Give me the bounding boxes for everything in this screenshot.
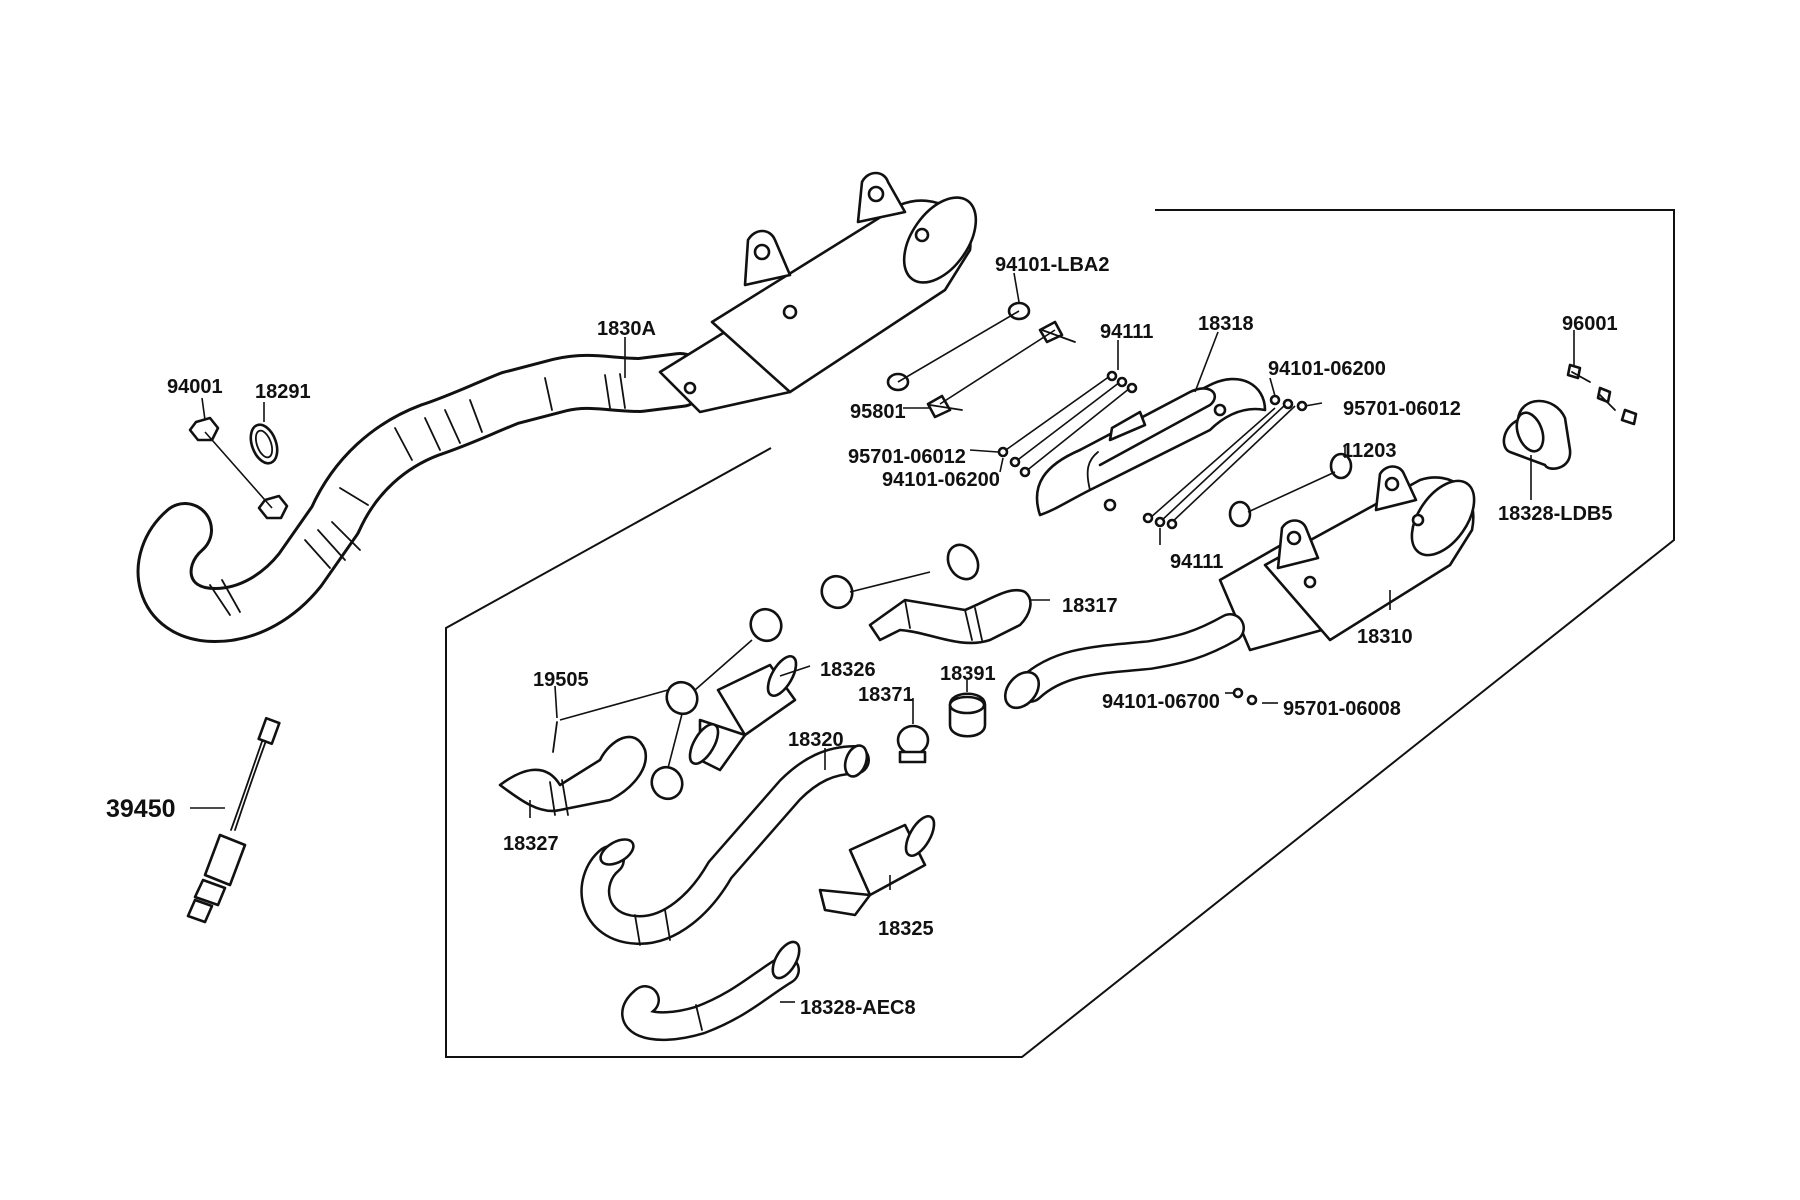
label-18318: 18318: [1198, 313, 1254, 335]
assembled-exhaust-1830A: [136, 171, 978, 643]
label-96001: 96001: [1562, 313, 1618, 335]
label-1830A: 1830A: [597, 318, 656, 340]
label-18325: 18325: [878, 918, 934, 940]
leader-lines: [190, 272, 1575, 1003]
label-94101-LBA2: 94101-LBA2: [995, 254, 1110, 276]
end-cap-18328-LDB5: [1502, 399, 1572, 470]
label-18291: 18291: [255, 381, 311, 403]
label-94101-06200-right: 94101-06200: [1268, 358, 1386, 380]
gasket-18391: [948, 692, 987, 738]
heat-shield-18318: [1035, 377, 1267, 517]
oxygen-sensor-39450: [186, 716, 281, 924]
label-18327: 18327: [503, 833, 559, 855]
gasket-18291: [249, 423, 279, 465]
nut-94001: [188, 416, 289, 520]
label-94101-06200-left: 94101-06200: [882, 469, 1000, 491]
part-labels: 1830A 94001 18291 39450 94101-LBA2 95801…: [106, 254, 1618, 1019]
label-95701-06008: 95701-06008: [1283, 698, 1401, 720]
header-pipe-18320: [580, 744, 870, 946]
label-95801: 95801: [850, 401, 906, 423]
label-95701-06012-right: 95701-06012: [1343, 398, 1461, 420]
mount-hardware: [886, 301, 1076, 419]
heat-guard-18317: [868, 588, 1032, 645]
label-95701-06012-left: 95701-06012: [848, 446, 966, 468]
label-94001: 94001: [167, 376, 223, 398]
bend-pipe-18328-AEC8: [621, 940, 801, 1042]
heat-shield-18327: [498, 735, 648, 816]
label-18328-LDB5: 18328-LDB5: [1498, 503, 1613, 525]
label-39450: 39450: [106, 795, 176, 823]
clamp-18371: [896, 724, 930, 764]
small-hardware-06700-06008: [1232, 687, 1258, 706]
label-18310: 18310: [1357, 626, 1413, 648]
label-18328-AEC8: 18328-AEC8: [800, 997, 916, 1019]
muffler-18310: [1003, 465, 1476, 710]
label-19505: 19505: [533, 669, 589, 691]
label-94111-bottom: 94111: [1170, 551, 1223, 573]
label-18320: 18320: [788, 729, 844, 751]
header-clamps: [209, 373, 626, 616]
label-18317: 18317: [1062, 595, 1118, 617]
spring-19505: [552, 689, 669, 753]
catalyst-18325: [818, 815, 936, 917]
label-94111-top: 94111: [1100, 321, 1153, 343]
label-94101-06700: 94101-06700: [1102, 691, 1220, 713]
label-18371: 18371: [858, 684, 914, 706]
bolts-96001: [1566, 363, 1638, 426]
label-11203: 11203: [1342, 440, 1397, 462]
band-clamps: [650, 543, 980, 801]
label-18391: 18391: [940, 663, 996, 685]
exploded-view-frame: [445, 209, 1675, 1058]
catalyst-18326: [688, 655, 798, 772]
label-18326: 18326: [820, 659, 876, 681]
grommets-11203: [1228, 452, 1353, 528]
shield-hardware: [997, 370, 1308, 530]
